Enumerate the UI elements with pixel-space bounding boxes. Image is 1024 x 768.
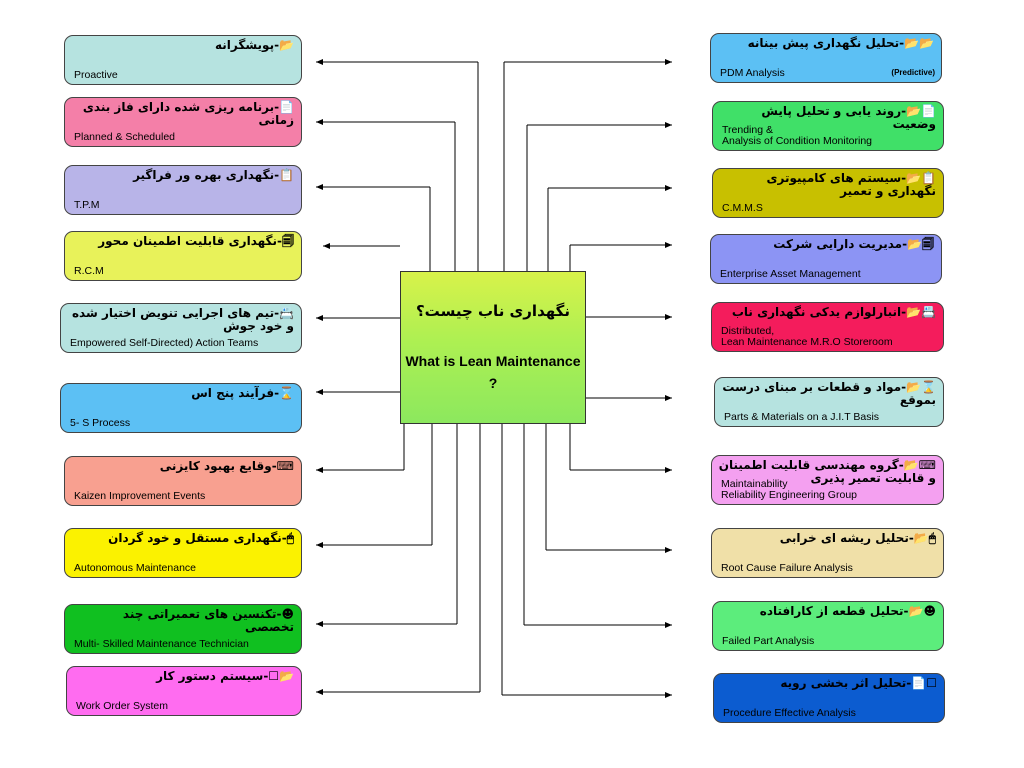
topic-title-en: Multi- Skilled Maintenance Technician bbox=[74, 638, 249, 650]
topic-title-fa: ⌛📂-مواد و قطعات بر مبنای درست بموقع bbox=[722, 380, 936, 407]
topic-box-right-9[interactable]: ☐📄-تحلیل اثر بخشی رویه Procedure Effectiv… bbox=[713, 673, 945, 723]
topic-box-left-2[interactable]: 📋-نگهداری بهره ور فراگیر T.P.M bbox=[64, 165, 302, 215]
topic-title-en: Procedure Effective Analysis bbox=[723, 707, 856, 719]
topic-title-fa: 📄-برنامه ریزی شده دارای فاز بندی زمانی bbox=[82, 100, 294, 127]
topic-title-en: Planned & Scheduled bbox=[74, 131, 175, 143]
topic-box-right-7[interactable]: 🖱📂-تحلیل ریشه ای خرابی Root Cause Failure… bbox=[711, 528, 944, 578]
topic-title-fa: ☻📂-تحلیل قطعه از کارافتاده bbox=[759, 604, 936, 618]
center-title-fa: نگهداری ناب چیست؟ bbox=[415, 302, 570, 320]
topic-title-en: T.P.M bbox=[74, 199, 100, 211]
topic-tag: (Predictive) bbox=[891, 68, 935, 77]
topic-box-left-6[interactable]: ⌨-وقایع بهبود کایزنی Kaizen Improvement E… bbox=[64, 456, 302, 506]
topic-title-en: PDM Analysis bbox=[720, 67, 785, 79]
topic-title-en: Work Order System bbox=[76, 700, 168, 712]
topic-title-fa: 📂☐-سیستم دستور کار bbox=[156, 669, 294, 683]
topic-title-en: Autonomous Maintenance bbox=[74, 562, 196, 574]
topic-box-left-0[interactable]: 📂-پویشگرانه Proactive bbox=[64, 35, 302, 85]
topic-title-fa: ⌨📂-گروه مهندسی قابلیت اطمینان و قابلیت ت… bbox=[718, 458, 936, 485]
topic-title-fa: 📋📂-سیستم های کامپیوتری نگهداری و تعمیر bbox=[766, 171, 936, 198]
topic-title-en: Empowered Self-Directed) Action Teams bbox=[70, 337, 259, 349]
topic-box-left-3[interactable]: 🗐-نگهداری قابلیت اطمینان محور R.C.M bbox=[64, 231, 302, 281]
topic-box-left-9[interactable]: 📂☐-سیستم دستور کار Work Order System bbox=[66, 666, 302, 716]
topic-box-left-5[interactable]: ⌛-فرآیند پنج اس 5- S Process bbox=[60, 383, 302, 433]
topic-title-en: 5- S Process bbox=[70, 417, 131, 429]
topic-box-left-8[interactable]: ☻-تکنسین های تعمیراتی چند تخصصی Multi- Sk… bbox=[64, 604, 302, 654]
topic-title-en: Proactive bbox=[74, 69, 118, 81]
topic-title-fa: 🗐-نگهداری قابلیت اطمینان محور bbox=[98, 234, 294, 248]
topic-title-en: C.M.M.S bbox=[722, 202, 763, 214]
topic-title-fa: 📄📂-روند یابی و تحلیل پایش وضعیت bbox=[761, 104, 936, 131]
topic-title-fa: 🖱-نگهداری مستقل و خود گردان bbox=[108, 531, 294, 545]
topic-box-right-6[interactable]: ⌨📂-گروه مهندسی قابلیت اطمینان و قابلیت ت… bbox=[711, 455, 944, 505]
topic-title-fa: 📋-نگهداری بهره ور فراگیر bbox=[133, 168, 294, 182]
topic-box-right-4[interactable]: 📇📂-انبارلوازم یدکی نگهداری ناب Distribute… bbox=[711, 302, 944, 352]
topic-title-fa: 📇📂-انبارلوازم یدکی نگهداری ناب bbox=[731, 305, 936, 319]
topic-title-fa: ☻-تکنسین های تعمیراتی چند تخصصی bbox=[122, 607, 294, 634]
topic-title-en: Kaizen Improvement Events bbox=[74, 490, 206, 502]
topic-title-fa: 📂📂-تحلیل نگهداری پیش بینانه bbox=[747, 36, 934, 50]
topic-title-en: Enterprise Asset Management bbox=[720, 268, 861, 280]
topic-box-right-8[interactable]: ☻📂-تحلیل قطعه از کارافتاده Failed Part An… bbox=[712, 601, 944, 651]
topic-box-left-1[interactable]: 📄-برنامه ریزی شده دارای فاز بندی زمانی Pl… bbox=[64, 97, 302, 147]
topic-title-en: Maintainability Reliability Engineering … bbox=[721, 478, 857, 501]
topic-title-fa: ⌨-وقایع بهبود کایزنی bbox=[159, 459, 294, 473]
topic-box-left-4[interactable]: 📇-تیم های اجرایی تنویض اختیار شده و خود … bbox=[60, 303, 302, 353]
topic-box-right-3[interactable]: 🗐📂-مدیریت دارایی شرکت Enterprise Asset Ma… bbox=[710, 234, 942, 284]
topic-title-en: Trending & Analysis of Condition Monitor… bbox=[722, 124, 872, 147]
topic-title-en: Failed Part Analysis bbox=[722, 635, 815, 647]
topic-box-right-5[interactable]: ⌛📂-مواد و قطعات بر مبنای درست بموقع Parts… bbox=[714, 377, 944, 427]
topic-title-fa: 🖱📂-تحلیل ریشه ای خرابی bbox=[779, 531, 936, 545]
topic-title-fa: 🗐📂-مدیریت دارایی شرکت bbox=[773, 237, 934, 251]
topic-box-left-7[interactable]: 🖱-نگهداری مستقل و خود گردان Autonomous Ma… bbox=[64, 528, 302, 578]
topic-title-en: Parts & Materials on a J.I.T Basis bbox=[724, 411, 880, 423]
center-title-en: What is Lean Maintenance ? bbox=[405, 353, 581, 391]
topic-box-right-0[interactable]: 📂📂-تحلیل نگهداری پیش بینانه PDM Analysis (… bbox=[710, 33, 942, 83]
topic-title-fa: 📂-پویشگرانه bbox=[214, 38, 294, 52]
topic-title-fa: ☐📄-تحلیل اثر بخشی رویه bbox=[780, 676, 937, 690]
topic-title-en: Root Cause Failure Analysis bbox=[721, 562, 853, 574]
topic-title-en: R.C.M bbox=[74, 265, 104, 277]
topic-title-fa: ⌛-فرآیند پنج اس bbox=[191, 386, 294, 400]
center-box: نگهداری ناب چیست؟ What is Lean Maintenan… bbox=[400, 271, 586, 424]
topic-title-en: Distributed, Lean Maintenance M.R.O Stor… bbox=[721, 325, 893, 348]
topic-title-fa: 📇-تیم های اجرایی تنویض اختیار شده و خود … bbox=[71, 306, 294, 333]
